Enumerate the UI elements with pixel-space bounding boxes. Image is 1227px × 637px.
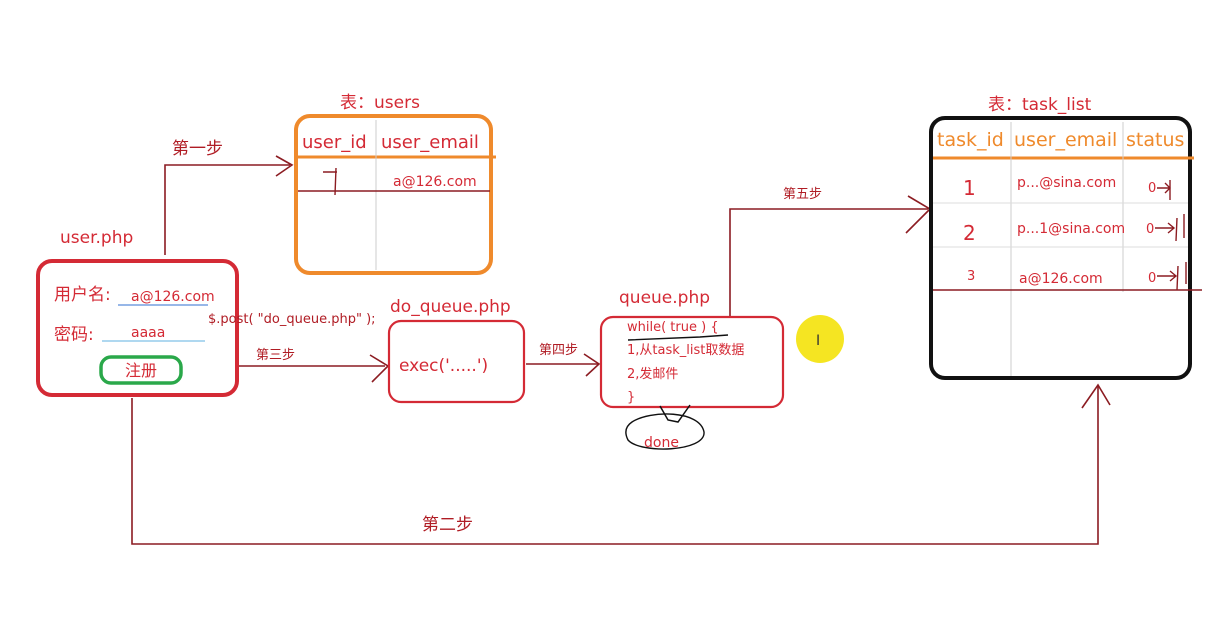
- task-header-status: status: [1126, 129, 1184, 151]
- queue-code-line-1: while( true ) {: [627, 320, 719, 335]
- username-label: 用户名:: [54, 285, 111, 305]
- cursor-highlight: [796, 315, 844, 363]
- task-row-1-status: 0: [1148, 181, 1156, 196]
- task-row-1-email: p...@sina.com: [1017, 175, 1116, 191]
- step3-arrowhead: [369, 354, 390, 383]
- step4-arrowhead: [583, 353, 601, 377]
- users-table-title: 表：users: [340, 93, 420, 113]
- user-php-title: user.php: [60, 228, 133, 248]
- users-table-frame: [294, 114, 493, 275]
- task-row-3-id: 3: [967, 269, 975, 284]
- step2-label: 第二步: [422, 515, 473, 535]
- done-oval: [625, 413, 705, 450]
- task-list-table: 表：task_list task_id user_email status 1 …: [929, 95, 1202, 380]
- step1-arrowhead: [275, 155, 294, 177]
- handwritten-mark: [323, 167, 337, 196]
- step1-connector: [164, 164, 290, 255]
- step2-connector: [131, 386, 1099, 545]
- exec-code: exec('.....'): [399, 356, 488, 376]
- register-button[interactable]: [99, 355, 183, 385]
- step2-arrowhead: [1081, 383, 1111, 409]
- do-queue-php-block: do_queue.php exec('.....'): [387, 297, 526, 404]
- queue-code-line-4: }: [627, 390, 635, 405]
- done-label: done: [644, 435, 679, 451]
- task-list-frame: [929, 116, 1192, 380]
- user-php-block: user.php 用户名: a@126.com 密码: aaaa 注册: [36, 228, 239, 397]
- handwritten-underline: [627, 334, 729, 341]
- text-cursor-icon: I: [816, 333, 820, 349]
- step5-label: 第五步: [783, 187, 822, 202]
- task-list-title: 表：task_list: [988, 95, 1092, 115]
- status-handwritten-marks: [1155, 180, 1187, 291]
- task-row-2-id: 2: [963, 221, 976, 245]
- users-header-user-email: user_email: [381, 132, 479, 153]
- queue-php-frame: [599, 315, 785, 409]
- post-code: $.post( "do_queue.php" );: [208, 312, 376, 327]
- password-label: 密码:: [54, 325, 94, 345]
- task-header-task-id: task_id: [937, 129, 1004, 151]
- step5-arrowhead: [905, 195, 932, 234]
- task-row-2-email: p...1@sina.com: [1017, 221, 1125, 237]
- task-header-user-email: user_email: [1014, 129, 1117, 151]
- queue-php-title: queue.php: [619, 288, 710, 308]
- queue-php-block: queue.php while( true ) { 1,从task_list取数…: [599, 288, 785, 451]
- users-row-email: a@126.com: [393, 174, 477, 190]
- users-header-user-id: user_id: [302, 132, 367, 153]
- do-queue-php-title: do_queue.php: [390, 297, 511, 317]
- queue-code-line-2: 1,从task_list取数据: [627, 343, 744, 358]
- password-value: aaaa: [131, 325, 165, 341]
- username-value: a@126.com: [131, 289, 215, 305]
- step5-connector: [729, 208, 928, 316]
- users-table: 表：users user_id user_email a@126.com: [294, 93, 496, 275]
- step1-label: 第一步: [172, 139, 223, 159]
- register-button-label: 注册: [125, 361, 157, 380]
- do-queue-php-frame: [387, 319, 526, 404]
- handwritten-loop-mark: [659, 404, 691, 423]
- step3-label: 第三步: [256, 348, 295, 363]
- task-row-3-status: 0: [1148, 271, 1156, 286]
- user-php-frame: [36, 259, 239, 397]
- step4-label: 第四步: [539, 343, 578, 358]
- queue-code-line-3: 2,发邮件: [627, 366, 678, 382]
- task-row-3-email: a@126.com: [1019, 271, 1103, 287]
- task-row-2-status: 0: [1146, 222, 1154, 237]
- task-row-1-id: 1: [963, 176, 976, 200]
